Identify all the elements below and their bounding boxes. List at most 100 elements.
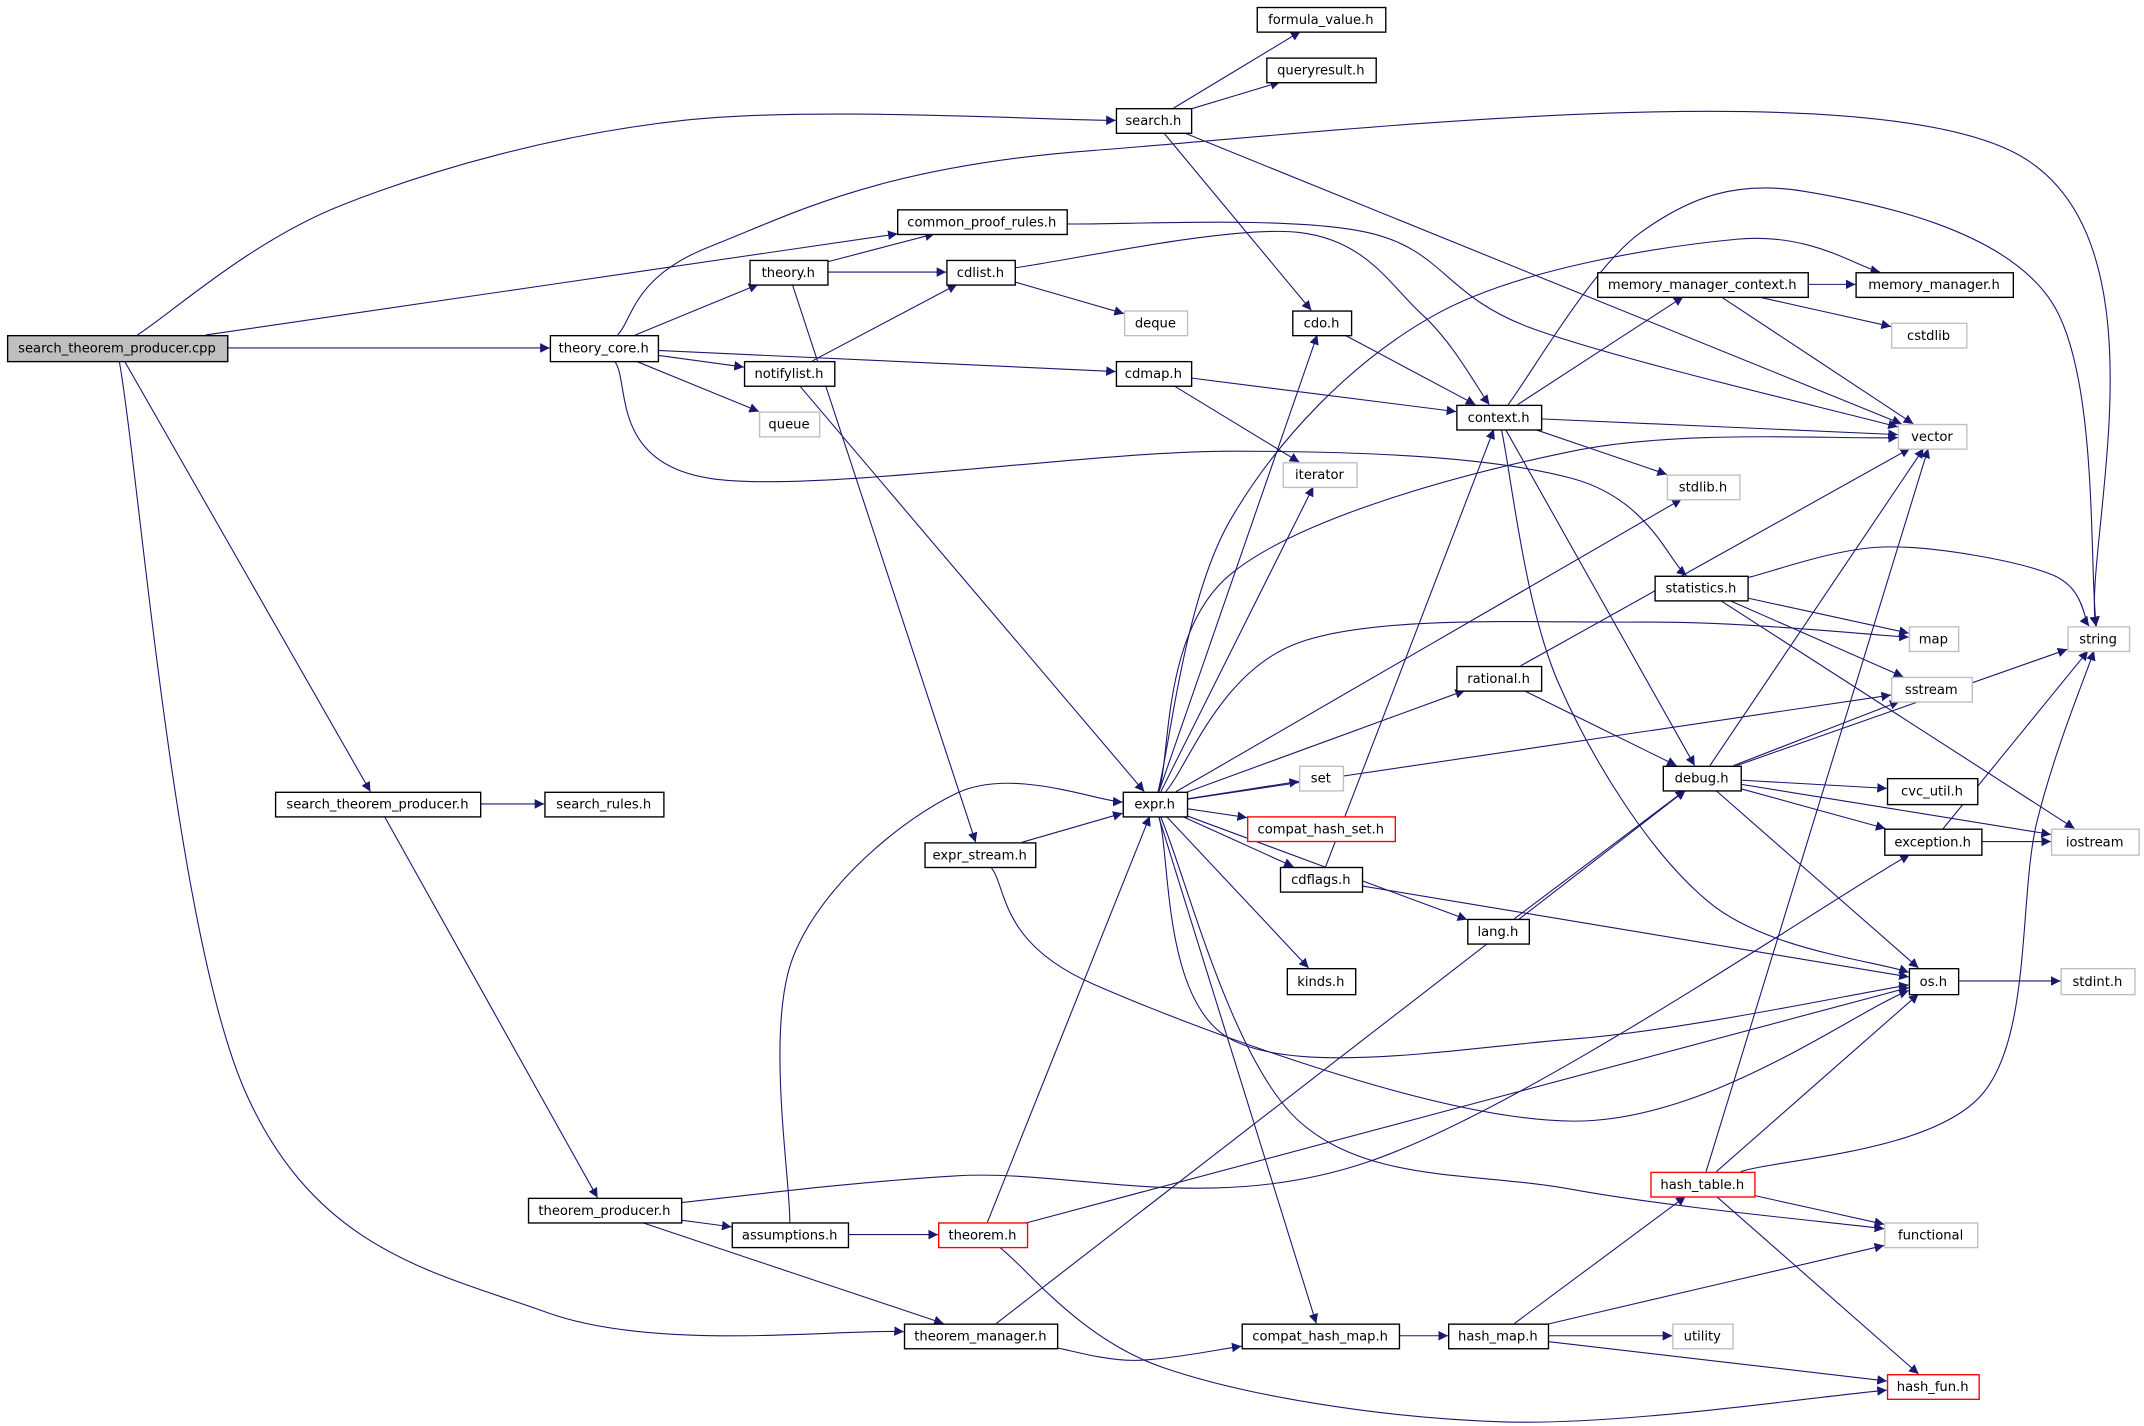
node-label: notifylist.h	[754, 367, 823, 382]
edge-hash_map-to-hash_fun	[1547, 1341, 1887, 1385]
node-theorem[interactable]: theorem.h	[938, 1222, 1029, 1249]
node-box	[1256, 6, 1387, 33]
node-stdlib: stdlib.h	[1666, 474, 1741, 501]
node-label: cdo.h	[1304, 316, 1340, 331]
node-box	[1886, 777, 1979, 806]
node-assumptions[interactable]: assumptions.h	[731, 1222, 850, 1249]
node-label: functional	[1898, 1228, 1963, 1243]
node-functional: functional	[1884, 1222, 1979, 1249]
node-common-proof-rules[interactable]: common_proof_rules.h	[896, 209, 1068, 236]
node-exception[interactable]: exception.h	[1884, 828, 1983, 856]
node-notifylist[interactable]: notifylist.h	[743, 360, 836, 387]
edge-theory_core-to-string	[617, 110, 2111, 627]
node-search[interactable]: search.h	[1115, 108, 1193, 134]
edge-line	[1344, 334, 1476, 406]
node-context[interactable]: context.h	[1456, 404, 1543, 431]
edge-line	[1740, 783, 2052, 838]
edge-cpp-to-search_theorem_producer	[123, 360, 371, 792]
node-label: memory_manager_context.h	[1608, 278, 1797, 293]
edge-line	[1056, 1342, 1242, 1361]
edge-cdflags-to-os	[1361, 885, 1909, 981]
node-box	[1115, 108, 1193, 134]
edge-line	[118, 360, 904, 1337]
edge-line	[1165, 620, 1909, 792]
node-memory-manager-context[interactable]: memory_manager_context.h	[1597, 272, 1809, 299]
node-label: deque	[1135, 316, 1176, 331]
edge-theorem_producer-to-exception	[680, 854, 1911, 1204]
node-box	[903, 1323, 1059, 1350]
node-lang[interactable]: lang.h	[1467, 918, 1531, 945]
edge-line	[383, 815, 599, 1198]
node-cvc-util[interactable]: cvc_util.h	[1886, 777, 1979, 806]
edge-theory_core-to-notifylist	[657, 354, 744, 371]
edge-line	[1160, 486, 1314, 792]
node-box	[1115, 360, 1193, 387]
node-map: map	[1908, 626, 1960, 653]
edge-hash_table-to-hash_fun	[1715, 1195, 1920, 1375]
node-cdflags[interactable]: cdflags.h	[1279, 866, 1364, 893]
edge-line	[1173, 30, 1301, 109]
node-statistics[interactable]: statistics.h	[1654, 575, 1749, 602]
edge-expr_stream-to-expr	[1022, 811, 1123, 843]
node-cdlist[interactable]: cdlist.h	[946, 259, 1016, 286]
node-formula-value[interactable]: formula_value.h	[1256, 6, 1387, 33]
node-label: compat_hash_map.h	[1252, 1330, 1388, 1345]
node-theory-core[interactable]: theory_core.h	[549, 334, 660, 363]
edge-statistics-to-iostream	[1719, 599, 2075, 829]
edge-line	[635, 283, 759, 336]
node-theory[interactable]: theory.h	[749, 259, 829, 286]
node-os[interactable]: os.h	[1908, 967, 1960, 996]
edge-cdlist-to-context	[1014, 230, 1490, 406]
edge-line	[1540, 418, 1898, 439]
edge-line	[986, 816, 1151, 1223]
node-cdmap[interactable]: cdmap.h	[1115, 360, 1193, 387]
edge-expr-to-vector	[1158, 433, 1898, 792]
node-box	[6, 334, 229, 363]
edge-line	[1720, 296, 1914, 425]
node-label: theorem_producer.h	[538, 1204, 670, 1219]
edge-common_proof_rules-to-vector	[1066, 221, 1898, 430]
edge-theorem_manager-to-debug	[995, 789, 1687, 1324]
edge-line	[1547, 1242, 1885, 1325]
node-search-rules[interactable]: search_rules.h	[544, 791, 665, 818]
node-box	[1456, 404, 1543, 431]
node-compat-hash-set[interactable]: compat_hash_set.h	[1247, 816, 1397, 843]
node-queue: queue	[758, 411, 821, 438]
edge-line	[137, 113, 1116, 336]
node-label: hash_table.h	[1660, 1178, 1744, 1193]
node-queryresult[interactable]: queryresult.h	[1266, 57, 1377, 84]
node-expr-stream[interactable]: expr_stream.h	[924, 842, 1037, 869]
edge-theorem_manager-to-compat_hash_map	[1056, 1342, 1242, 1361]
node-cdo[interactable]: cdo.h	[1292, 310, 1353, 337]
node-box	[1122, 791, 1189, 818]
node-rational[interactable]: rational.h	[1456, 665, 1543, 692]
node-theorem-manager[interactable]: theorem_manager.h	[903, 1323, 1059, 1350]
node-label: kinds.h	[1297, 975, 1344, 990]
edge-line	[1719, 599, 2075, 829]
edge-cdmap-to-context	[1190, 377, 1457, 416]
edge-hash_map-to-hash_table	[1514, 1195, 1687, 1324]
node-hash-map[interactable]: hash_map.h	[1447, 1323, 1550, 1350]
node-cpp[interactable]: search_theorem_producer.cpp	[6, 334, 229, 363]
node-theorem-producer[interactable]: theorem_producer.h	[527, 1197, 683, 1224]
node-hash-fun[interactable]: hash_fun.h	[1886, 1374, 1980, 1401]
node-box	[1279, 866, 1364, 893]
node-debug[interactable]: debug.h	[1662, 765, 1742, 792]
node-iostream: iostream	[2050, 828, 2140, 856]
edge-theory_core-to-cdmap	[657, 349, 1116, 376]
node-memory-manager[interactable]: memory_manager.h	[1855, 272, 2015, 299]
node-search-theorem-producer[interactable]: search_theorem_producer.h	[274, 791, 482, 818]
edge-expr-to-memory_manager	[1157, 237, 1881, 792]
node-label: iostream	[2066, 835, 2124, 850]
edge-statistics-to-string	[1747, 546, 2090, 627]
edge-line	[990, 866, 1909, 1122]
node-expr[interactable]: expr.h	[1122, 791, 1189, 818]
edge-expr-to-functional	[1159, 815, 1885, 1233]
node-label: string	[2079, 632, 2117, 647]
edge-line	[1705, 448, 1930, 1172]
node-box	[1286, 967, 1357, 996]
node-hash-table[interactable]: hash_table.h	[1650, 1171, 1756, 1198]
node-kinds[interactable]: kinds.h	[1286, 967, 1357, 996]
node-box	[1666, 474, 1741, 501]
node-compat-hash-map[interactable]: compat_hash_map.h	[1241, 1323, 1401, 1350]
